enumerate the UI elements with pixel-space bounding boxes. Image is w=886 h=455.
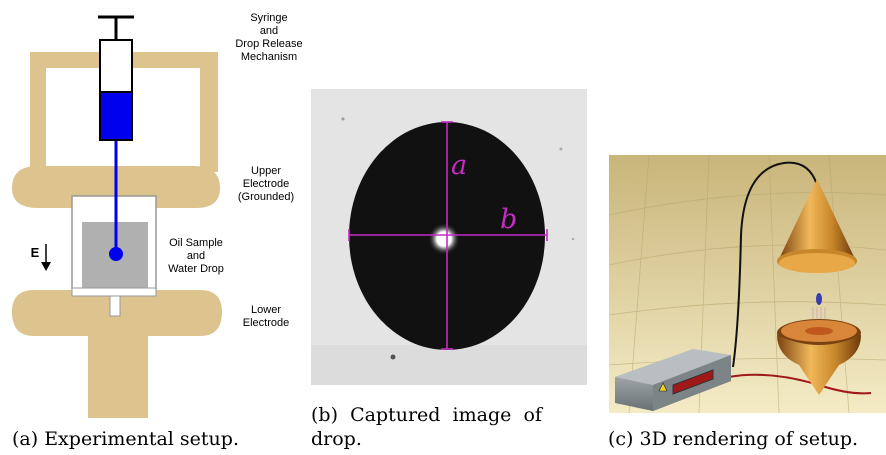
symbol-a: a <box>451 150 468 181</box>
power-display <box>672 369 714 395</box>
caption-b-line1: (b) Captured image of <box>311 404 542 426</box>
upper-electrode-label: Upper Electrode (Grounded) <box>237 165 295 203</box>
3d-rendering <box>609 155 886 413</box>
captured-drop-image <box>311 89 587 385</box>
water-drop <box>109 247 123 261</box>
warning-icon <box>658 382 668 392</box>
drop-highlight <box>428 223 460 255</box>
support-frame <box>30 52 218 172</box>
symbol-b: b <box>500 204 518 235</box>
lower-electrode <box>12 290 222 418</box>
syringe-label: Syringe and Drop Release Mechanism <box>235 12 303 63</box>
syringe-liquid <box>101 92 131 139</box>
caption-b-line2: drop. <box>311 428 362 450</box>
upper-electrode-3d <box>779 179 855 267</box>
caption-c: (c) 3D rendering of setup. <box>608 428 859 450</box>
field-label: E <box>30 245 40 260</box>
drop-3d <box>816 293 822 305</box>
lower-electrode-3d <box>777 335 861 395</box>
caption-a: (a) Experimental setup. <box>12 428 239 450</box>
ground-cable <box>732 161 818 368</box>
lower-electrode-label: Lower Electrode <box>242 304 290 329</box>
oil-sample-label: Oil Sample and Water Drop <box>168 237 224 275</box>
experimental-setup-diagram <box>12 15 222 418</box>
